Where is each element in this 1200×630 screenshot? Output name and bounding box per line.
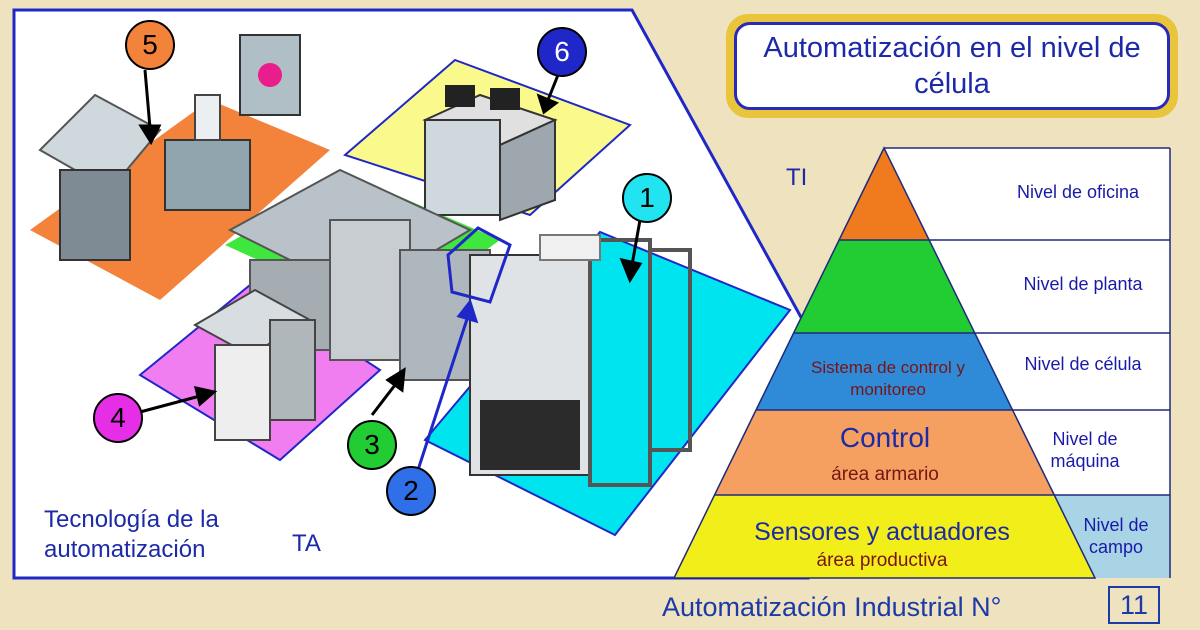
machine-station-4 xyxy=(192,288,316,441)
pyramid-field xyxy=(674,495,1095,578)
station-2-highlight xyxy=(446,226,512,304)
level-field-label: Nivel de campo xyxy=(1083,515,1149,557)
footer-title: Automatización Industrial N° xyxy=(662,592,1002,622)
ta-label: TA xyxy=(292,530,321,557)
machine-station-6 xyxy=(422,85,558,222)
automation-pyramid xyxy=(672,146,1171,579)
pyramid-cell xyxy=(756,333,1013,410)
machine-station-5 xyxy=(38,34,301,261)
badge-5: 5 xyxy=(125,20,175,70)
pyramid-field-text: Sensores y actuadores xyxy=(754,518,1010,546)
pyramid-plant xyxy=(793,240,975,333)
title-frame: Automatización en el nivel de célula xyxy=(726,14,1178,118)
pointer-arrows xyxy=(138,69,643,471)
level-field-bg xyxy=(1055,495,1170,578)
level-plant-bg xyxy=(929,240,1170,333)
ti-label: TI xyxy=(786,164,808,191)
badge-1: 1 xyxy=(622,173,672,223)
level-office-bg xyxy=(884,148,1170,240)
level-cell-label: Nivel de célula xyxy=(1024,354,1142,374)
badge-2: 2 xyxy=(386,466,436,516)
badge-4: 4 xyxy=(93,393,143,443)
level-cell-bg xyxy=(975,333,1170,410)
pyramid-field-sub: área productiva xyxy=(816,550,948,571)
page-title: Automatización en el nivel de célula xyxy=(734,22,1170,110)
level-plant-label: Nivel de planta xyxy=(1023,274,1143,294)
badge-6: 6 xyxy=(537,27,587,77)
pyramid-machine xyxy=(714,410,1055,495)
pyramid-control-sub: área armario xyxy=(831,464,939,485)
tech-label: Tecnología de la automatización xyxy=(44,506,219,563)
pyramid-office xyxy=(839,148,929,240)
level-machine-label: Nivel de máquina xyxy=(1050,429,1120,471)
level-machine-bg xyxy=(1013,410,1170,495)
footer-number: 11 xyxy=(1108,586,1160,624)
badge-3: 3 xyxy=(347,420,397,470)
pyramid-control-text: Control xyxy=(839,422,931,453)
machine-station-1 xyxy=(469,234,692,487)
level-office-label: Nivel de oficina xyxy=(1016,182,1140,202)
pyramid-scada-text: Sistema de control y monitoreo xyxy=(810,358,965,399)
